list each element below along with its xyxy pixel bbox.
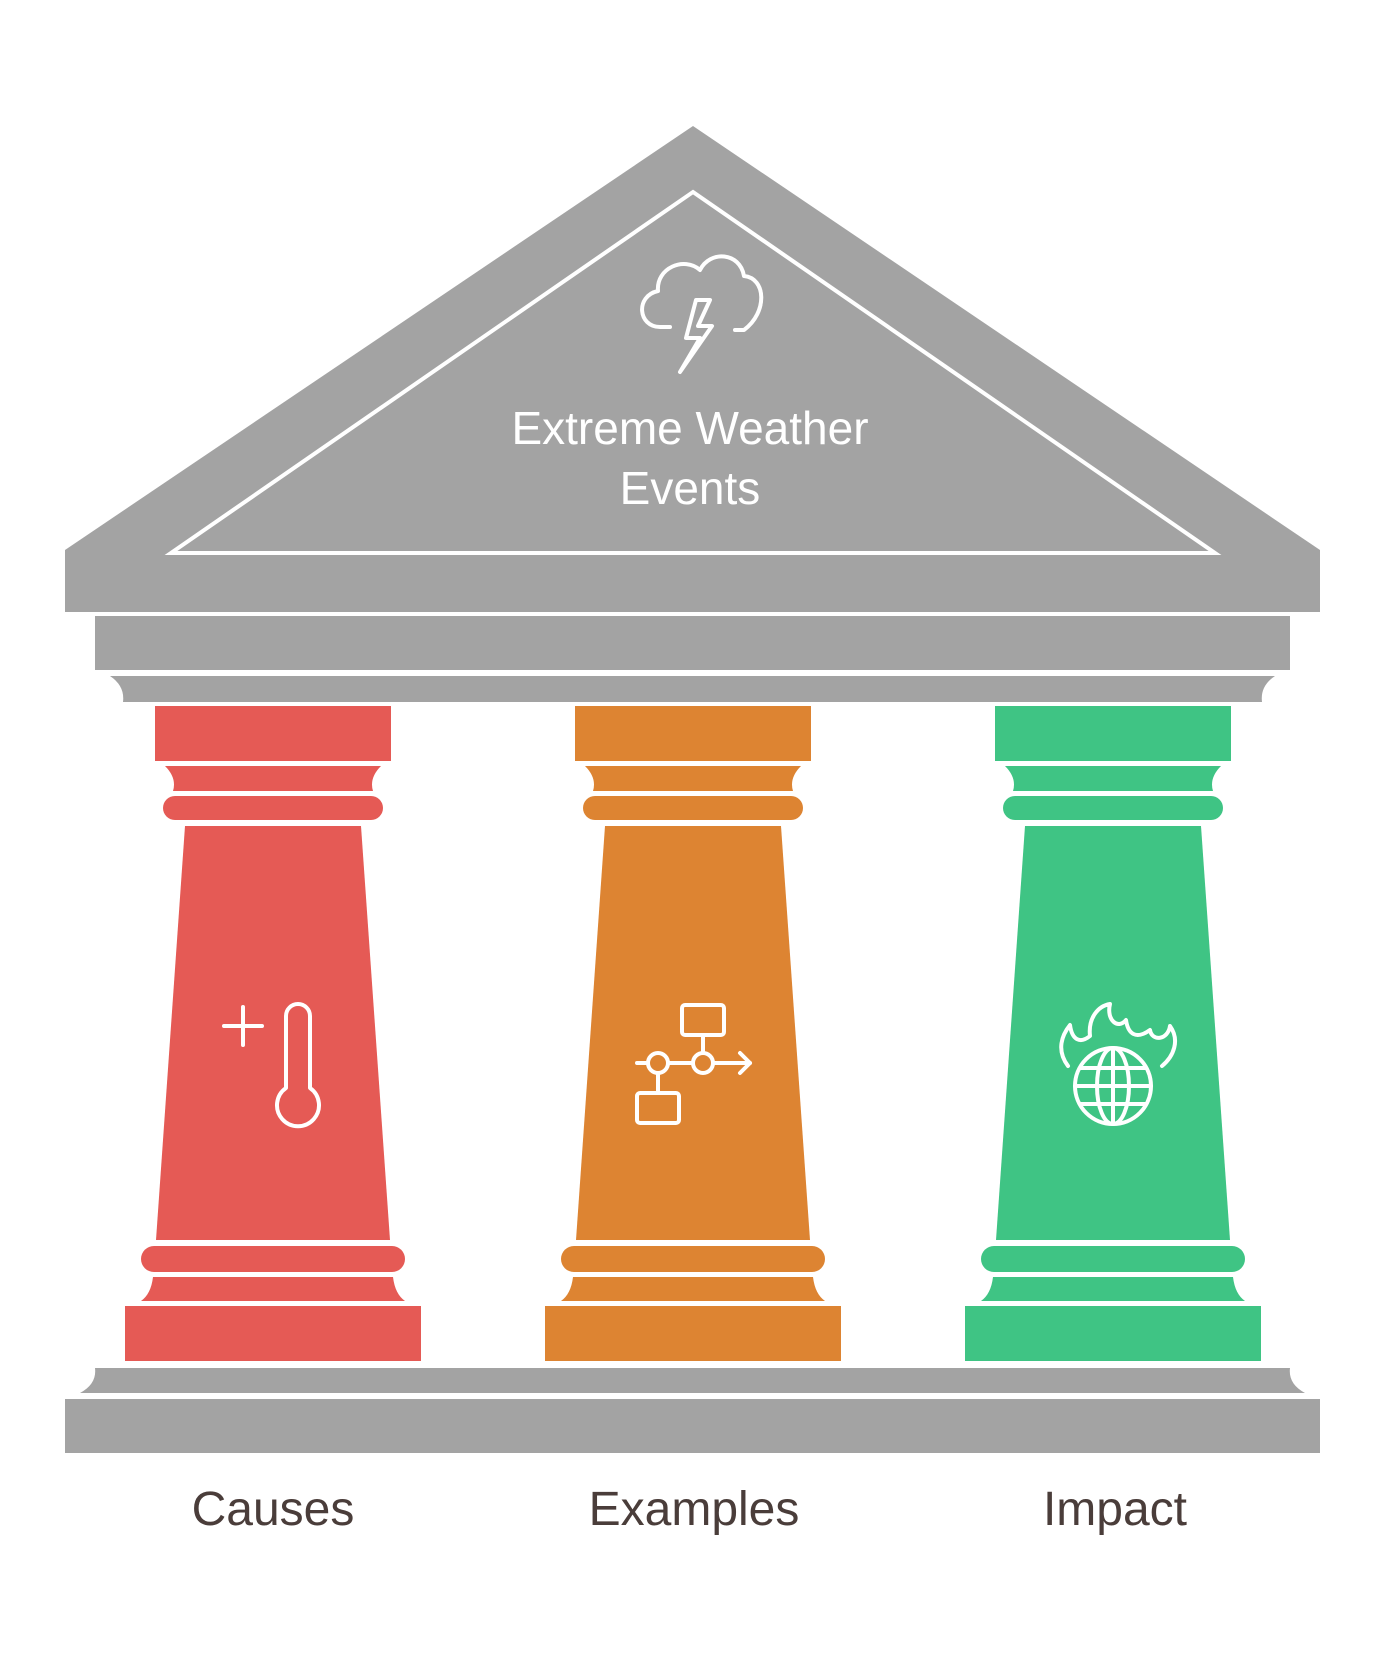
- pillar-capital-neck: [165, 766, 381, 791]
- pediment-inner-outline: [164, 189, 1222, 555]
- burning-globe-icon: [1059, 1002, 1178, 1126]
- foundation: [65, 1399, 1320, 1453]
- pediment: [65, 126, 1320, 612]
- pillar-shaft: [156, 826, 390, 1240]
- pillar-top-ring: [1003, 796, 1223, 820]
- pillar-base-ring: [141, 1246, 405, 1272]
- thermometer-plus-icon: [222, 1002, 321, 1129]
- entablature: [95, 616, 1290, 670]
- storm-cloud-icon: [640, 254, 764, 374]
- workflow-icon: [635, 1003, 752, 1125]
- pillar-capital-neck: [585, 766, 801, 791]
- pillar-base-ring: [981, 1246, 1245, 1272]
- pillar-base-ring: [561, 1246, 825, 1272]
- roof: [65, 126, 1320, 702]
- pillar-capital: [995, 706, 1231, 761]
- pillar-capital: [155, 706, 391, 761]
- stylobate: [80, 1368, 1305, 1393]
- pillar-causes: [125, 706, 421, 1361]
- pillar-capital-neck: [1005, 766, 1221, 791]
- base: [65, 1368, 1320, 1453]
- pillar-top-ring: [163, 796, 383, 820]
- pillar-plinth: [965, 1306, 1261, 1361]
- pillar-base-neck: [141, 1277, 405, 1301]
- cornice: [110, 676, 1275, 702]
- pillar-base-neck: [981, 1277, 1245, 1301]
- pillar-plinth: [125, 1306, 421, 1361]
- pillar-shaft: [996, 826, 1230, 1240]
- pillar-top-ring: [583, 796, 803, 820]
- pillar-base-neck: [561, 1277, 825, 1301]
- pillar-plinth: [545, 1306, 841, 1361]
- pillar-capital: [575, 706, 811, 761]
- pillar-impact: [965, 706, 1261, 1361]
- pillars: [125, 706, 1261, 1361]
